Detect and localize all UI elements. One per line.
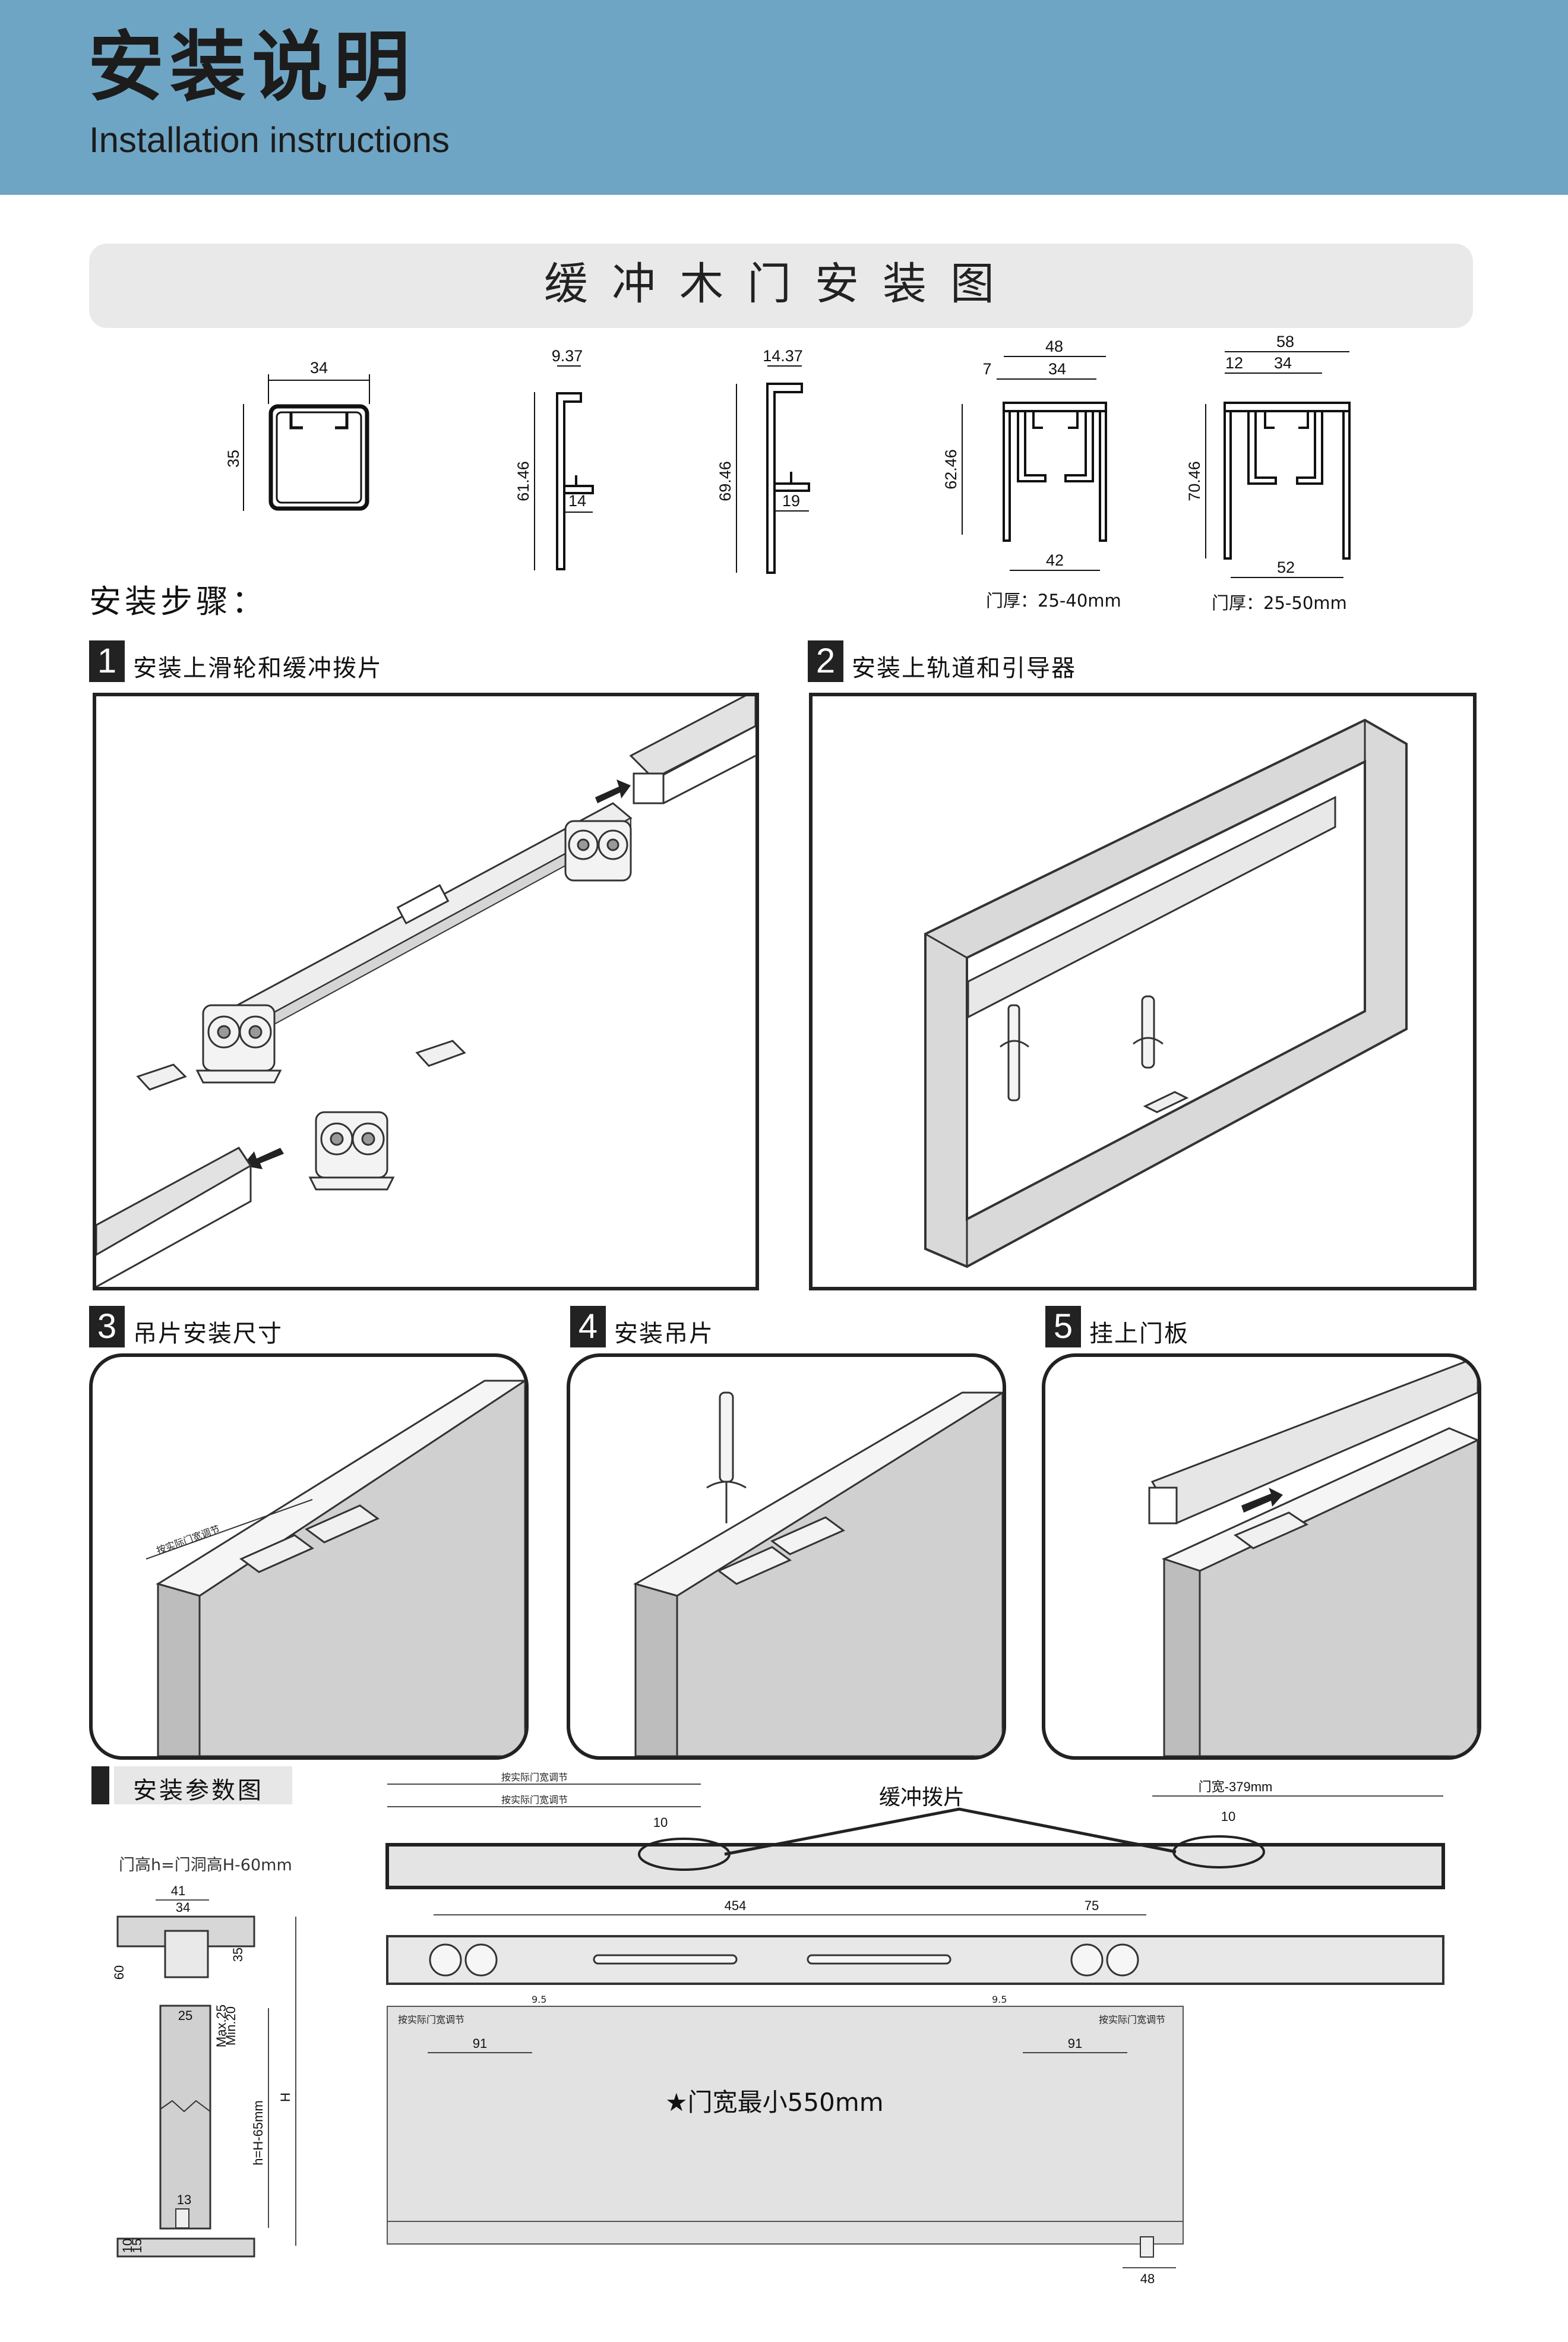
dim-15: 15 <box>129 2239 144 2253</box>
page-title: 安装说明 <box>88 23 416 112</box>
step-4-panel <box>567 1353 1006 1760</box>
step-3-panel: 按实际门宽调节 <box>89 1353 529 1760</box>
dim-top-track-height: 35 <box>225 450 242 468</box>
step-4-illustration <box>633 1391 1003 1756</box>
dim-13: 13 <box>177 2192 191 2207</box>
min-door-width-note: ★门宽最小550mm <box>665 2088 884 2117</box>
dim-min20: Min.20 <box>223 2006 238 2046</box>
dim-h: h=H-65mm <box>251 2100 265 2165</box>
step-5-illustration <box>1148 1357 1478 1756</box>
dim-top-track-width: 34 <box>310 359 328 377</box>
dim-9-5-left: 9.5 <box>532 1994 546 2005</box>
dim-75: 75 <box>1085 1898 1099 1913</box>
door-thickness-a: 门厚：25-40mm <box>986 591 1121 611</box>
step-1-label: 安装上滑轮和缓冲拨片 <box>133 655 382 682</box>
profile-double-b: 58 12 34 70.46 52 <box>1182 333 1372 588</box>
dim-10-left: 10 <box>653 1815 668 1830</box>
step-2-label: 安装上轨道和引导器 <box>852 655 1076 682</box>
dim-side-a-height: 61.46 <box>514 461 532 501</box>
adjust-label-3: 按实际门宽调节 <box>398 2014 464 2025</box>
dim-max25: Max.25 <box>214 2005 229 2047</box>
dim-double-b-34: 34 <box>1274 354 1292 372</box>
dim-side-a-top: 9.37 <box>552 347 583 365</box>
dim-454: 454 <box>725 1898 747 1913</box>
door-width-note: 门宽-379mm <box>1199 1779 1273 1794</box>
dim-double-a-34: 34 <box>1048 360 1066 378</box>
step-2-illustration <box>924 718 1408 1268</box>
dim-double-a-height: 62.46 <box>942 449 960 490</box>
step-2-number: 2 <box>808 640 843 682</box>
dim-91-left: 91 <box>473 2036 487 2051</box>
dim-side-a-14: 14 <box>568 492 586 510</box>
section-title-bar: 缓冲木门安装图 <box>89 244 1473 328</box>
dim-60: 60 <box>112 1965 127 1980</box>
dim-double-a-7: 7 <box>982 360 991 378</box>
steps-heading: 安装步骤： <box>89 583 267 620</box>
step-1-panel <box>93 693 759 1290</box>
adjust-label-1: 按实际门宽调节 <box>501 1772 568 1783</box>
section-title: 缓冲木门安装图 <box>544 258 1018 310</box>
step-5-label: 挂上门板 <box>1089 1320 1189 1347</box>
dim-48: 48 <box>1140 2271 1155 2286</box>
params-header: 安装参数图 <box>91 1766 293 1804</box>
dim-35: 35 <box>230 1948 245 1962</box>
dim-9-5-right: 9.5 <box>992 1994 1007 2005</box>
door-height-note: 门高h=门洞高H-60mm <box>119 1856 292 1874</box>
dim-H: H <box>278 2092 293 2102</box>
dim-91-right: 91 <box>1068 2036 1082 2051</box>
profile-side-b: 14.37 69.46 19 <box>713 345 843 582</box>
step-5-panel <box>1042 1353 1481 1760</box>
step-1-number: 1 <box>89 640 125 682</box>
step-5-number: 5 <box>1045 1306 1081 1347</box>
profile-double-a: 48 7 34 62.46 42 <box>938 339 1128 588</box>
step-3-label: 吊片安装尺寸 <box>133 1320 283 1347</box>
dim-double-b-52: 52 <box>1277 558 1295 576</box>
dim-double-a-width: 48 <box>1045 339 1063 355</box>
profile-side-a: 9.37 61.46 14 <box>511 345 630 582</box>
dim-41: 41 <box>171 1883 185 1898</box>
profile-top-track: 34 35 <box>220 345 398 535</box>
dim-double-b-width: 58 <box>1276 333 1294 351</box>
step-4-label: 安装吊片 <box>614 1320 714 1347</box>
params-heading: 安装参数图 <box>133 1777 264 1804</box>
dim-10-right: 10 <box>1221 1809 1235 1824</box>
dim-side-b-top: 14.37 <box>763 347 803 365</box>
adjust-label-4: 按实际门宽调节 <box>1099 2014 1165 2025</box>
header-banner: 安装说明 Installation instructions <box>0 0 1568 195</box>
step-3-illustration: 按实际门宽调节 <box>146 1380 525 1756</box>
side-section-drawing: 41 34 35 60 25 Max.25 Min.20 h=H-65mm H … <box>107 1883 344 2270</box>
front-elevation-drawing: 按实际门宽调节 按实际门宽调节 门宽-379mm 10 10 454 75 9.… <box>380 1767 1461 2290</box>
step-1-illustration <box>96 696 755 1287</box>
dim-double-b-12: 12 <box>1225 354 1243 372</box>
step-3-number: 3 <box>89 1306 125 1347</box>
step-4-number: 4 <box>570 1306 606 1347</box>
buffer-pad-label: 缓冲拨片 <box>879 1785 965 1810</box>
dim-10: 10 <box>120 2239 135 2253</box>
dim-double-b-height: 70.46 <box>1186 461 1203 501</box>
dim-25: 25 <box>178 2008 192 2023</box>
dim-side-b-height: 69.46 <box>716 461 734 501</box>
dim-side-b-19: 19 <box>782 492 800 510</box>
step-2-panel <box>809 693 1477 1290</box>
door-thickness-b: 门厚：25-50mm <box>1212 593 1347 613</box>
dim-double-a-42: 42 <box>1046 551 1064 569</box>
dim-34: 34 <box>176 1900 190 1915</box>
params-marker <box>91 1766 109 1804</box>
page-subtitle: Installation instructions <box>89 120 450 160</box>
adjust-label-2: 按实际门宽调节 <box>501 1794 568 1806</box>
